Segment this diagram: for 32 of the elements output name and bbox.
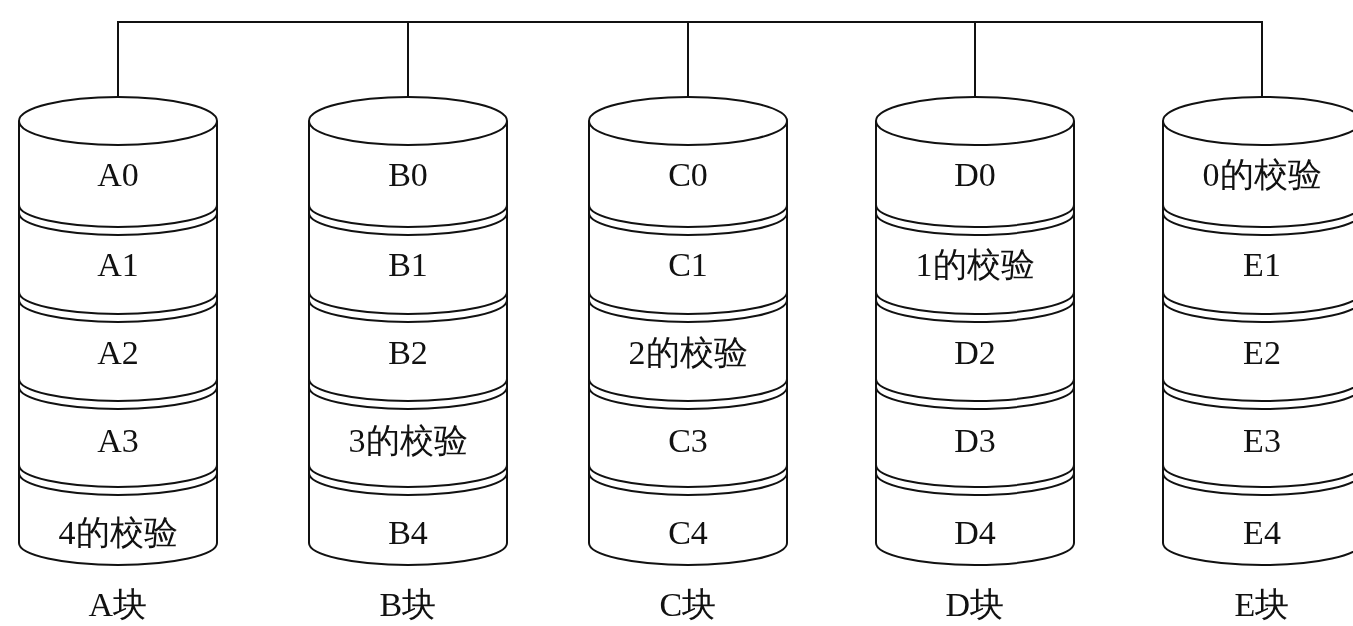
stripe-label: B0 <box>388 155 428 195</box>
disk-caption: A块 <box>88 585 148 625</box>
bus-line <box>117 21 409 98</box>
stripe-label: 3的校验 <box>348 421 468 461</box>
stripe-label: D0 <box>954 155 996 195</box>
stripe-label: E1 <box>1243 245 1281 285</box>
stripe-label: 2的校验 <box>628 333 748 373</box>
stripe-label: C3 <box>668 421 708 461</box>
stripe-label: E3 <box>1243 421 1281 461</box>
stripe-label: A0 <box>97 155 139 195</box>
stripe-label: B4 <box>388 513 428 553</box>
disk-caption: C块 <box>659 585 717 625</box>
stripe-label: A3 <box>97 421 139 461</box>
stripe-label: D4 <box>954 513 996 553</box>
stripe-label: C0 <box>668 155 708 195</box>
stripe-label: 1的校验 <box>915 245 1035 285</box>
stripe-label: D3 <box>954 421 996 461</box>
stripe-label: 0的校验 <box>1202 155 1322 195</box>
stripe-label: C1 <box>668 245 708 285</box>
stripe-label: B2 <box>388 333 428 373</box>
stripe-label: D2 <box>954 333 996 373</box>
stripe-label: C4 <box>668 513 708 553</box>
disk-caption: E块 <box>1234 585 1290 625</box>
disk-caption: D块 <box>945 585 1005 625</box>
bus-line <box>974 21 1263 98</box>
stripe-label: E4 <box>1243 513 1281 553</box>
stripe-label: A2 <box>97 333 139 373</box>
stripe-label: 4的校验 <box>58 513 178 553</box>
stripe-label: A1 <box>97 245 139 285</box>
stripe-label: E2 <box>1243 333 1281 373</box>
disk-caption: B块 <box>379 585 437 625</box>
stripe-label: B1 <box>388 245 428 285</box>
